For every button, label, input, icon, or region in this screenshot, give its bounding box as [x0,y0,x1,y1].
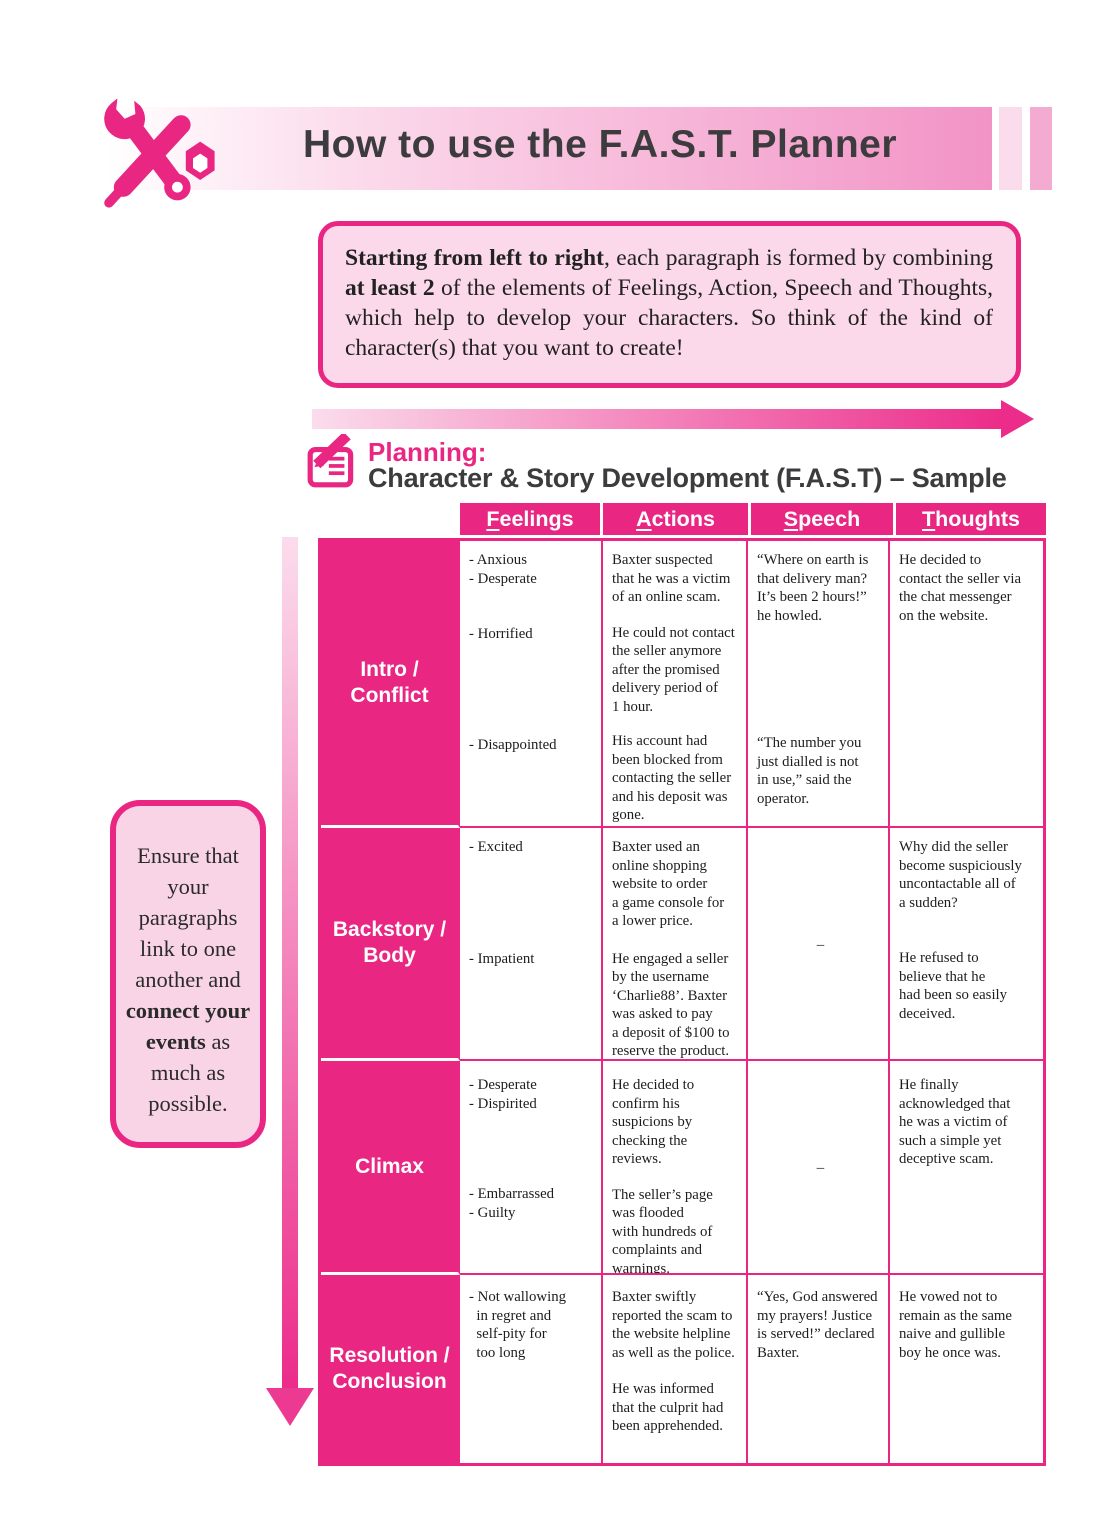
cell-feelings: - Excited - Impatient [460,828,603,1061]
down-arrow-head [266,1388,314,1426]
cell-thoughts: Why did the seller become suspiciously u… [890,828,1043,1061]
cell-actions: Baxter used an online shopping website t… [603,828,748,1061]
planning-subtitle: Character & Story Development (F.A.S.T) … [368,463,1007,493]
side-note-text: Ensure that your paragraphs link to one … [126,843,250,1116]
side-note-box: Ensure that your paragraphs link to one … [110,800,266,1148]
cell-actions: Baxter swiftly reported the scam to the … [603,1275,748,1463]
cell-paragraph: His account had been blocked from contac… [612,733,732,823]
cell-actions: Baxter suspected that he was a victim of… [603,541,748,828]
cell-paragraph: - Disappointed [469,736,557,753]
stage-label: Backstory / Body [321,828,460,1061]
cell-paragraph: - Anxious - Desperate [469,552,537,587]
cell-paragraph: Baxter suspected that he was a victim of… [612,552,731,605]
text-segment: at least 2 [345,275,435,301]
cell-paragraph: He decided to confirm his suspicions by … [612,1077,695,1167]
cell-thoughts: He finally acknowledged that he was a vi… [890,1061,1043,1275]
cell-paragraph: – [816,937,825,953]
text-segment: of the elements of Feelings, Action, Spe… [345,275,993,361]
cell-speech: – [748,828,890,1061]
planning-label: Planning: [368,437,487,467]
cell-paragraph: “The number you just dialled is not in u… [757,735,862,807]
cell-feelings: - Anxious - Desperate - Horrified - Disapp… [460,541,603,828]
cell-paragraph: Baxter used an online shopping website t… [612,839,725,929]
cell-speech: “Yes, God answered my prayers! Justice i… [748,1275,890,1463]
text-segment: connect your events [125,998,251,1054]
table-row: Intro / Conflict - Anxious - Desperate - H… [321,541,1043,828]
cell-paragraph: Why did the seller become suspiciously u… [899,839,1022,911]
cell-paragraph: - Desperate - Dispirited [469,1077,537,1112]
cell-feelings: - Not wallowing in regret and self-pity … [460,1275,603,1463]
cell-paragraph: “Yes, God answered my prayers! Justice i… [757,1289,878,1361]
stage-label: Intro / Conflict [321,541,460,828]
right-arrow [312,409,1002,429]
stage-label: Resolution / Conclusion [321,1275,460,1463]
text-segment: Ensure that your paragraphs link to one … [135,843,241,992]
cell-paragraph: - Horrified [469,626,533,642]
cell-paragraph: He decided to contact the seller via the… [899,552,1022,624]
cell-paragraph: Baxter swiftly reported the scam to the … [612,1289,735,1361]
cell-paragraph: - Excited [469,839,523,855]
table-row: Resolution / Conclusion- Not wallowing i… [321,1275,1043,1463]
cell-speech: “Where on earth is that delivery man? It… [748,541,890,828]
table-row: Backstory / Body - Excited - Impatient Baxt… [321,828,1043,1061]
cell-paragraph: He was informed that the culprit had bee… [612,1381,724,1434]
intro-text: Starting from left to right, each paragr… [345,245,993,361]
cell-paragraph: He engaged a seller by the username ‘Cha… [612,950,730,1060]
cell-paragraph: - Embarrassed - Guilty [469,1186,555,1221]
cell-paragraph: - Impatient [469,950,535,967]
intro-box: Starting from left to right, each paragr… [318,221,1021,388]
cell-paragraph: The seller’s page was flooded with hundr… [612,1186,713,1275]
cell-thoughts: He decided to contact the seller via the… [890,541,1043,828]
text-segment: Starting from left to right [345,245,604,271]
header-stripe-mid [1030,107,1052,190]
text-segment: , each paragraph is formed by combining [603,245,993,271]
cell-speech: – [748,1061,890,1275]
table-row: Climax - Desperate - Dispirited - Embarras… [321,1061,1043,1275]
header-band [108,107,992,190]
page-title: How to use the F.A.S.T. Planner [302,123,898,166]
cell-paragraph: – [816,1160,825,1176]
notepad-pencil-icon [306,431,360,495]
cell-paragraph: He could not contact the seller anymore … [612,624,735,715]
tools-icon [96,96,218,215]
stage-label: Climax [321,1061,460,1275]
text-segment: as much as possible. [148,1029,231,1116]
cell-actions: He decided to confirm his suspicions by … [603,1061,748,1275]
header-stripe-light [999,107,1022,190]
cell-paragraph: - Not wallowing in regret and self-pity … [469,1289,566,1361]
down-arrow [282,537,298,1388]
fast-table: Intro / Conflict - Anxious - Desperate - H… [318,538,1046,1466]
right-arrow-head [1001,400,1034,438]
cell-paragraph: He finally acknowledged that he was a vi… [899,1077,1011,1167]
cell-paragraph: “Where on earth is that delivery man? It… [757,552,869,624]
cell-thoughts: He vowed not to remain as the same naive… [890,1275,1043,1463]
cell-paragraph: He refused to believe that he had been s… [899,950,1008,1022]
cell-feelings: - Desperate - Dispirited - Embarrassed - … [460,1061,603,1275]
cell-paragraph: He vowed not to remain as the same naive… [899,1289,1012,1361]
